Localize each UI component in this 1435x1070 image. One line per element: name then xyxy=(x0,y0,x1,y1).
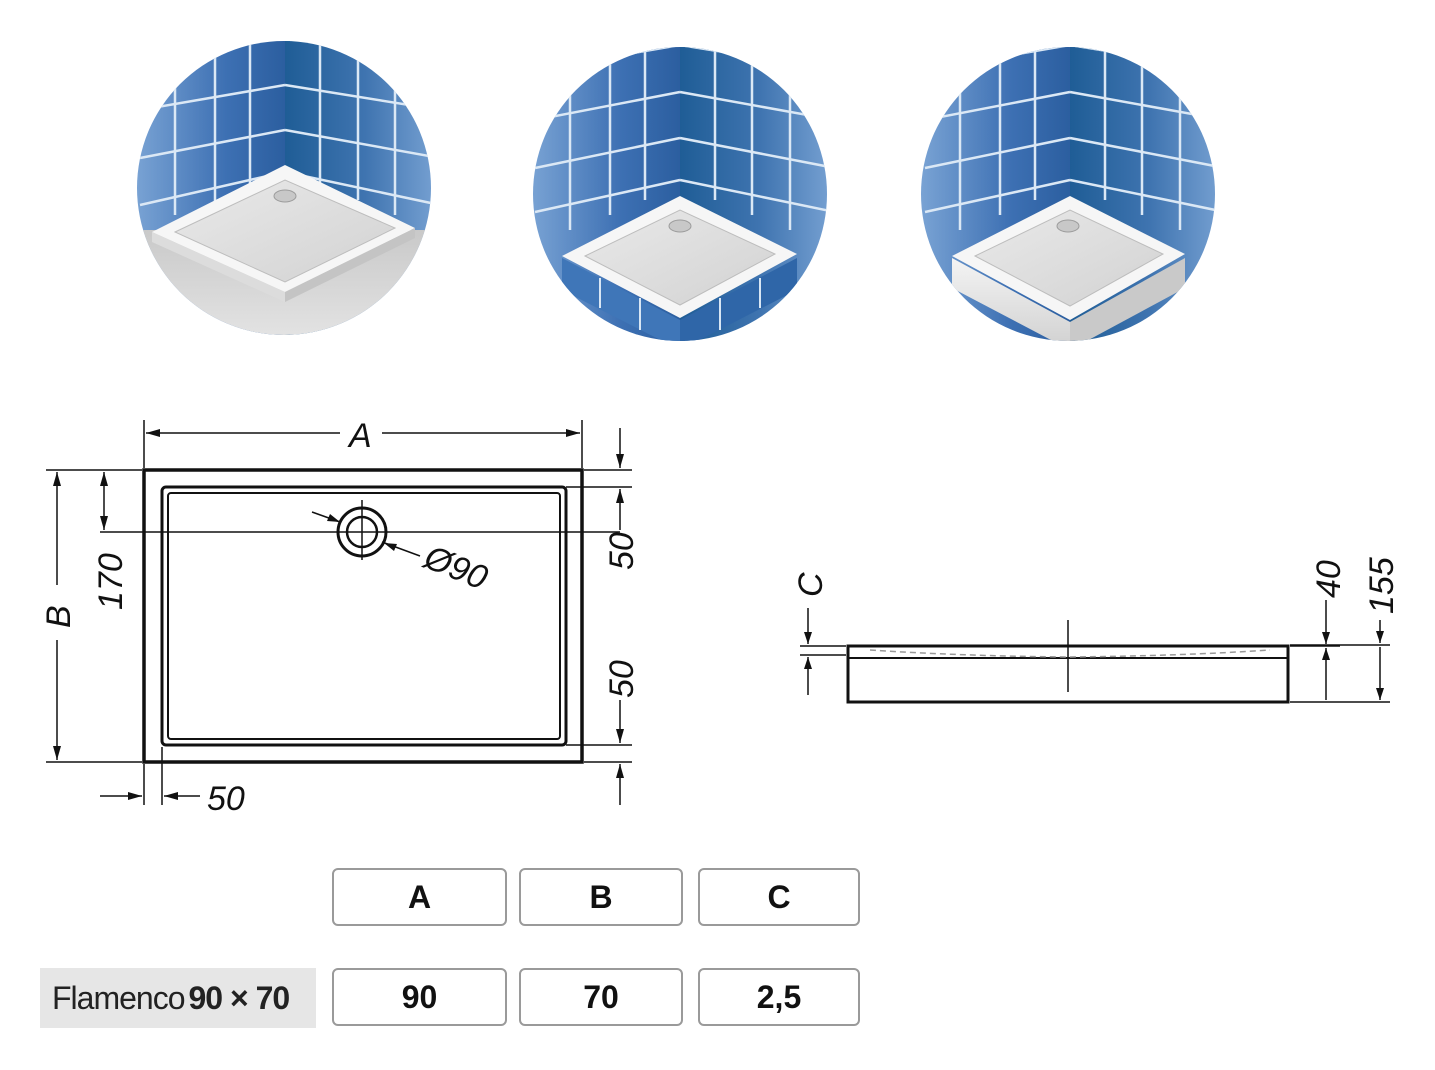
side-view xyxy=(800,600,1390,704)
label-50-left: 50 xyxy=(207,780,245,818)
table-value-b: 70 xyxy=(519,968,683,1026)
table-value-a: 90 xyxy=(332,968,507,1026)
table-value-c: 2,5 xyxy=(698,968,860,1026)
label-155: 155 xyxy=(1363,557,1401,614)
table-header-a: A xyxy=(332,868,507,926)
label-40: 40 xyxy=(1310,560,1348,598)
model-label: Flamenco 90 × 70 xyxy=(40,968,316,1028)
table-header-b: B xyxy=(519,868,683,926)
label-170: 170 xyxy=(92,553,130,610)
label-c: C xyxy=(792,572,830,597)
label-50-bottom: 50 xyxy=(603,660,641,698)
illustration-tiled-install xyxy=(533,47,827,341)
tray-outline xyxy=(142,468,584,764)
model-size: 90 × 70 xyxy=(188,979,291,1016)
label-50-top: 50 xyxy=(603,532,641,570)
illustration-floor-install xyxy=(137,41,431,335)
illustration-panel-install xyxy=(921,47,1215,341)
tray-basin xyxy=(160,485,568,747)
label-a: A xyxy=(347,417,372,455)
plan-view xyxy=(46,420,632,805)
table-header-c: C xyxy=(698,868,860,926)
model-name: Flamenco xyxy=(52,979,185,1016)
label-b: B xyxy=(40,605,78,628)
